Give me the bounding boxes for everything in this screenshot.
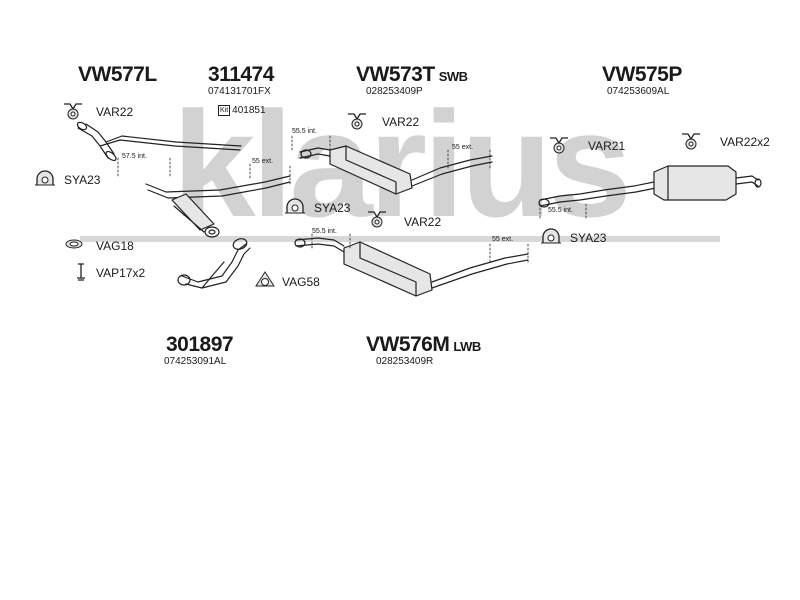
hanger-icon [682, 133, 700, 150]
oe-ref-vw573t: 028253409P [366, 86, 423, 97]
fitting-label-vap17x2: VAP17x2 [96, 266, 146, 280]
silencer-vw573t [299, 145, 493, 195]
oe-ref-vw575p: 074253609AL [607, 86, 670, 97]
part-code-301897: 301897 [166, 333, 234, 356]
pipe-301897 [177, 238, 251, 289]
silencer-vw576m [294, 237, 529, 297]
hanger-icon [368, 211, 386, 228]
vw573t-code-text: VW573T [356, 63, 435, 86]
dimension-label: 55 ext. [252, 158, 274, 165]
clamp-icon [541, 228, 561, 244]
kit-label: Kit 401851 [218, 105, 266, 116]
part-code-vw577l: VW577L [78, 63, 157, 86]
dimension-label: 55 ext. [452, 144, 474, 151]
vw576m-code-text: VW576M [366, 333, 450, 356]
part-code-311474: 311474 [208, 63, 274, 86]
oe-ref-301897: 074253091AL [164, 356, 227, 367]
watermark-text: klarius [172, 88, 628, 248]
vw576m-suffix: LWB [453, 339, 481, 354]
klarius-watermark: klarius [80, 88, 720, 248]
hanger-icon [64, 103, 82, 120]
catalyst-311474 [145, 175, 291, 238]
fitting-label-sya23-a: SYA23 [64, 173, 101, 187]
fitting-label-sya23-c: SYA23 [570, 231, 607, 245]
dimension-label: 55.5 int. [292, 128, 317, 135]
front-pipe-vw577l [76, 121, 242, 162]
fitting-label-vag18: VAG18 [96, 239, 134, 253]
oe-ref-vw576m: 028253409R [376, 356, 434, 367]
fitting-label-vag58: VAG58 [282, 275, 320, 289]
fitting-label-sya23-b: SYA23 [314, 201, 351, 215]
vw573t-suffix: SWB [438, 69, 468, 84]
part-code-vw575p: VW575P [602, 63, 682, 86]
hanger-icon [550, 137, 568, 154]
flange-gasket-icon [255, 271, 275, 287]
fitting-label-var22-b: VAR22 [382, 115, 420, 129]
dimension-label: 55.5 int. [548, 207, 573, 214]
fitting-label-var22-c: VAR22 [404, 215, 442, 229]
kit-badge: Kit [218, 105, 231, 116]
oe-ref-311474: 074131701FX [208, 86, 271, 97]
dimension-label: 55 ext. [492, 236, 514, 243]
bolt-icon [77, 263, 85, 281]
silencer-vw575p [538, 165, 762, 208]
fitting-label-var22x2: VAR22x2 [720, 135, 770, 149]
clamp-icon [35, 170, 55, 186]
clamp-icon [285, 198, 305, 214]
gasket-icon [65, 239, 83, 249]
kit-number: 401851 [232, 104, 266, 116]
hanger-icon [348, 113, 366, 130]
fitting-label-var22-a: VAR22 [96, 105, 134, 119]
fitting-label-var21: VAR21 [588, 139, 626, 153]
dimension-label: 55.5 int. [312, 228, 337, 235]
dimension-label: 57.5 int. [122, 153, 147, 160]
